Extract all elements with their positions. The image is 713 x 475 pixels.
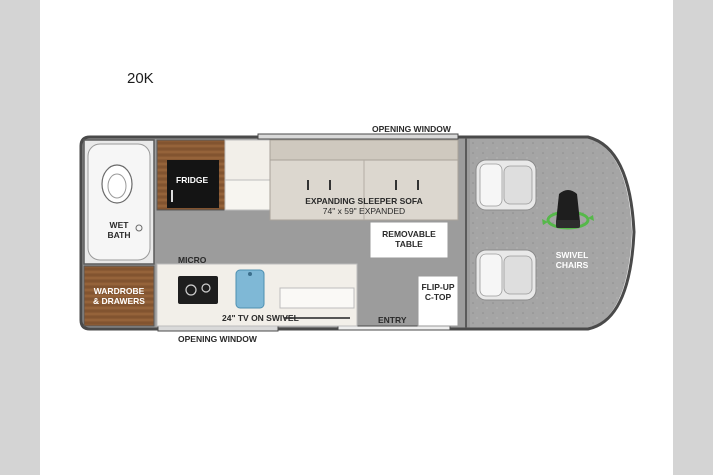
label-micro: MICRO <box>178 255 207 265</box>
label-sofa-line1: EXPANDING SLEEPER SOFA <box>305 196 423 206</box>
driver-seat <box>475 249 537 301</box>
label-ctop-line2: C-TOP <box>424 292 452 302</box>
tv-shelf <box>279 287 355 309</box>
label-sofa: EXPANDING SLEEPER SOFA 74" x 59" EXPANDE… <box>292 196 436 216</box>
burner-1 <box>185 284 197 296</box>
faucet-icon <box>248 272 252 276</box>
label-bath: BATH <box>107 230 131 240</box>
flip-up-ctop <box>417 275 459 327</box>
bottom-window-mark <box>157 325 279 332</box>
entry-door-mark <box>337 325 451 331</box>
label-table: REMOVABLE TABLE <box>374 229 444 249</box>
label-fridge: FRIDGE <box>176 175 209 185</box>
label-wardrobe-line1: WARDROBE <box>93 286 145 296</box>
swivel-seat-icon <box>542 190 594 230</box>
galley-sink <box>235 269 265 309</box>
upper-cabinet <box>224 139 271 181</box>
burner-2 <box>201 283 211 293</box>
label-opening-window-bottom: OPENING WINDOW <box>178 334 257 344</box>
sink-drain-icon <box>135 224 143 232</box>
label-table-line1: REMOVABLE <box>382 229 436 239</box>
label-wet-bath: WET BATH <box>104 220 134 240</box>
top-window-mark <box>257 133 459 140</box>
lower-cabinet <box>224 179 271 211</box>
label-chairs-line1: SWIVEL <box>555 250 589 260</box>
label-ctop-line1: FLIP-UP <box>421 282 455 292</box>
cooktop <box>178 276 218 304</box>
fridge-handle <box>171 190 173 202</box>
label-tv: 24" TV ON SWIVEL <box>222 313 299 323</box>
model-name: 20K <box>127 70 154 87</box>
removable-table <box>369 221 449 259</box>
label-wet: WET <box>109 220 129 230</box>
passenger-seat <box>475 159 537 211</box>
label-table-line2: TABLE <box>395 239 423 249</box>
label-chairs-line2: CHAIRS <box>555 260 589 270</box>
label-swivel-chairs: SWIVEL CHAIRS <box>548 250 596 270</box>
label-wardrobe-line2: & DRAWERS <box>93 296 145 306</box>
label-opening-window-top: OPENING WINDOW <box>372 124 451 134</box>
label-wardrobe: WARDROBE & DRAWERS <box>86 286 152 306</box>
label-entry: ENTRY <box>378 315 407 325</box>
van-outline <box>79 135 636 331</box>
toilet-icon <box>101 164 133 204</box>
wardrobe-cabinet <box>83 265 155 327</box>
toilet-bowl <box>107 173 127 199</box>
label-ctop: FLIP-UP C-TOP <box>418 282 458 302</box>
fridge-unit <box>167 160 219 208</box>
sofa-backrest <box>269 139 459 161</box>
label-sofa-line2: 74" x 59" EXPANDED <box>322 206 406 216</box>
